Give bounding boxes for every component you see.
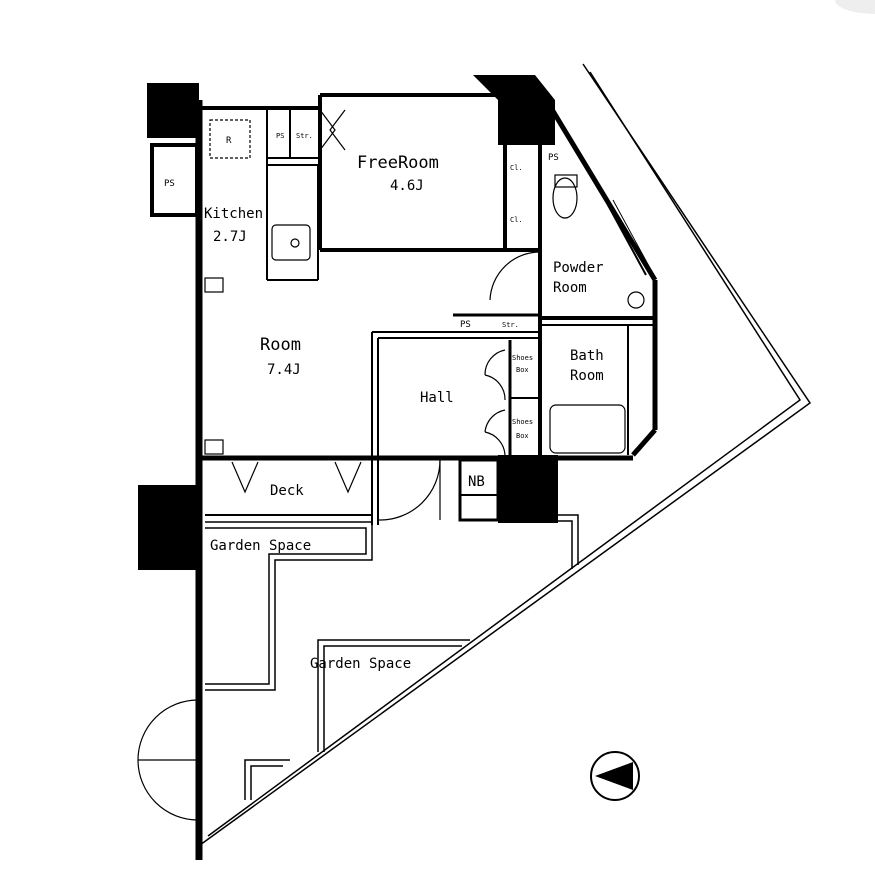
shoes-box-upper-line2: Box bbox=[516, 366, 529, 374]
fixtures bbox=[204, 119, 645, 455]
shoes-box-lower-line1: Shoes bbox=[512, 418, 533, 426]
cl-upper-label: Cl. bbox=[510, 164, 523, 172]
cl-lower-label: Cl. bbox=[510, 216, 523, 224]
walls bbox=[150, 76, 658, 860]
garden-space-upper: Garden Space bbox=[210, 538, 311, 554]
doors bbox=[137, 109, 541, 821]
column-top-left bbox=[147, 83, 199, 138]
ps-hall-label: PS bbox=[460, 320, 471, 330]
nb-label: NB bbox=[468, 474, 485, 490]
room-name: Room bbox=[260, 335, 301, 355]
powder-sink bbox=[627, 291, 645, 309]
powder-room-line1: Powder bbox=[553, 260, 604, 276]
bathtub bbox=[549, 404, 626, 454]
corner-shadow bbox=[835, 0, 875, 14]
ps-left-label: PS bbox=[164, 179, 175, 189]
bath-room-line1: Bath bbox=[570, 348, 604, 364]
powder-room-line2: Room bbox=[553, 280, 587, 296]
hall-name: Hall bbox=[420, 390, 454, 406]
str-top-label: Str. bbox=[296, 132, 313, 140]
ps-kitchen-label: PS bbox=[276, 132, 284, 140]
garden-boundaries bbox=[205, 514, 579, 800]
range-hood-label: R bbox=[226, 136, 232, 146]
structural-columns bbox=[138, 75, 558, 570]
free-room-name: FreeRoom bbox=[357, 153, 439, 173]
free-room-size: 4.6J bbox=[390, 178, 424, 194]
garden-space-lower: Garden Space bbox=[310, 656, 411, 672]
room-size: 7.4J bbox=[267, 362, 301, 378]
toilet bbox=[552, 177, 578, 219]
column-mid-left bbox=[138, 485, 198, 570]
range-hood bbox=[209, 119, 251, 159]
shoes-box-upper-line1: Shoes bbox=[512, 354, 533, 362]
deck-name: Deck bbox=[270, 483, 304, 499]
bath-room-line2: Room bbox=[570, 368, 604, 384]
kitchen-name: Kitchen bbox=[204, 206, 263, 222]
outlet-upper bbox=[204, 277, 224, 293]
column-center bbox=[498, 455, 558, 523]
north-compass-icon bbox=[590, 751, 640, 801]
site-boundary bbox=[199, 63, 812, 846]
kitchen-size: 2.7J bbox=[213, 229, 247, 245]
kitchen-sink bbox=[271, 224, 311, 261]
outlet-lower bbox=[204, 439, 224, 455]
ps-powder-label: PS bbox=[548, 153, 559, 163]
str-hall-label: Str. bbox=[502, 321, 519, 329]
column-top-right bbox=[473, 75, 555, 145]
shoes-box-lower-line2: Box bbox=[516, 432, 529, 440]
